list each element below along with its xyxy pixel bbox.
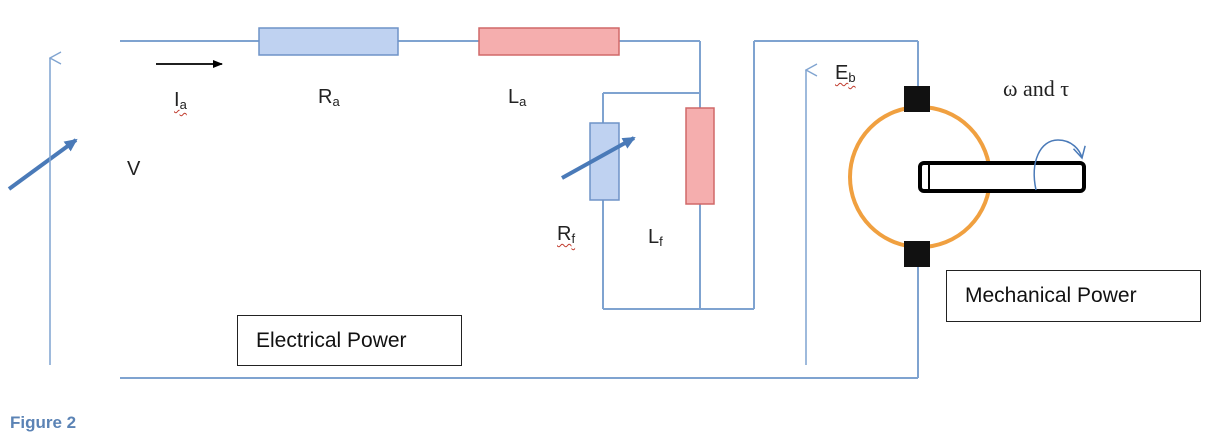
top-brush xyxy=(904,86,930,112)
field-inductance-label: Lf xyxy=(648,226,663,249)
figure-caption: Figure 2 xyxy=(10,413,77,432)
armature-resistor xyxy=(258,27,399,56)
mechanical-power-label: Mechanical Power xyxy=(965,284,1137,307)
bottom-brush xyxy=(904,241,930,267)
field-inductor xyxy=(685,107,715,205)
back-emf-label: Eb xyxy=(835,62,856,85)
electrical-power-box: Electrical Power xyxy=(237,315,462,366)
rotation-arrow xyxy=(1033,139,1086,191)
mechanical-power-box: Mechanical Power xyxy=(946,270,1201,322)
variable-resistor-arrow xyxy=(561,136,636,180)
electrical-power-label: Electrical Power xyxy=(256,328,407,352)
omega-tau-label: ω and τ xyxy=(1003,76,1070,101)
motor-shaft xyxy=(918,161,1086,193)
current-label: Ia xyxy=(174,89,187,112)
armature-inductor xyxy=(478,27,620,56)
variable-source-arrow xyxy=(7,138,78,191)
circuit-wires xyxy=(120,40,919,379)
armature-resistance-label: Ra xyxy=(318,86,340,109)
field-resistance-label: Rf xyxy=(557,223,576,246)
voltage-label: V xyxy=(127,158,141,180)
armature-inductance-label: La xyxy=(508,86,527,109)
